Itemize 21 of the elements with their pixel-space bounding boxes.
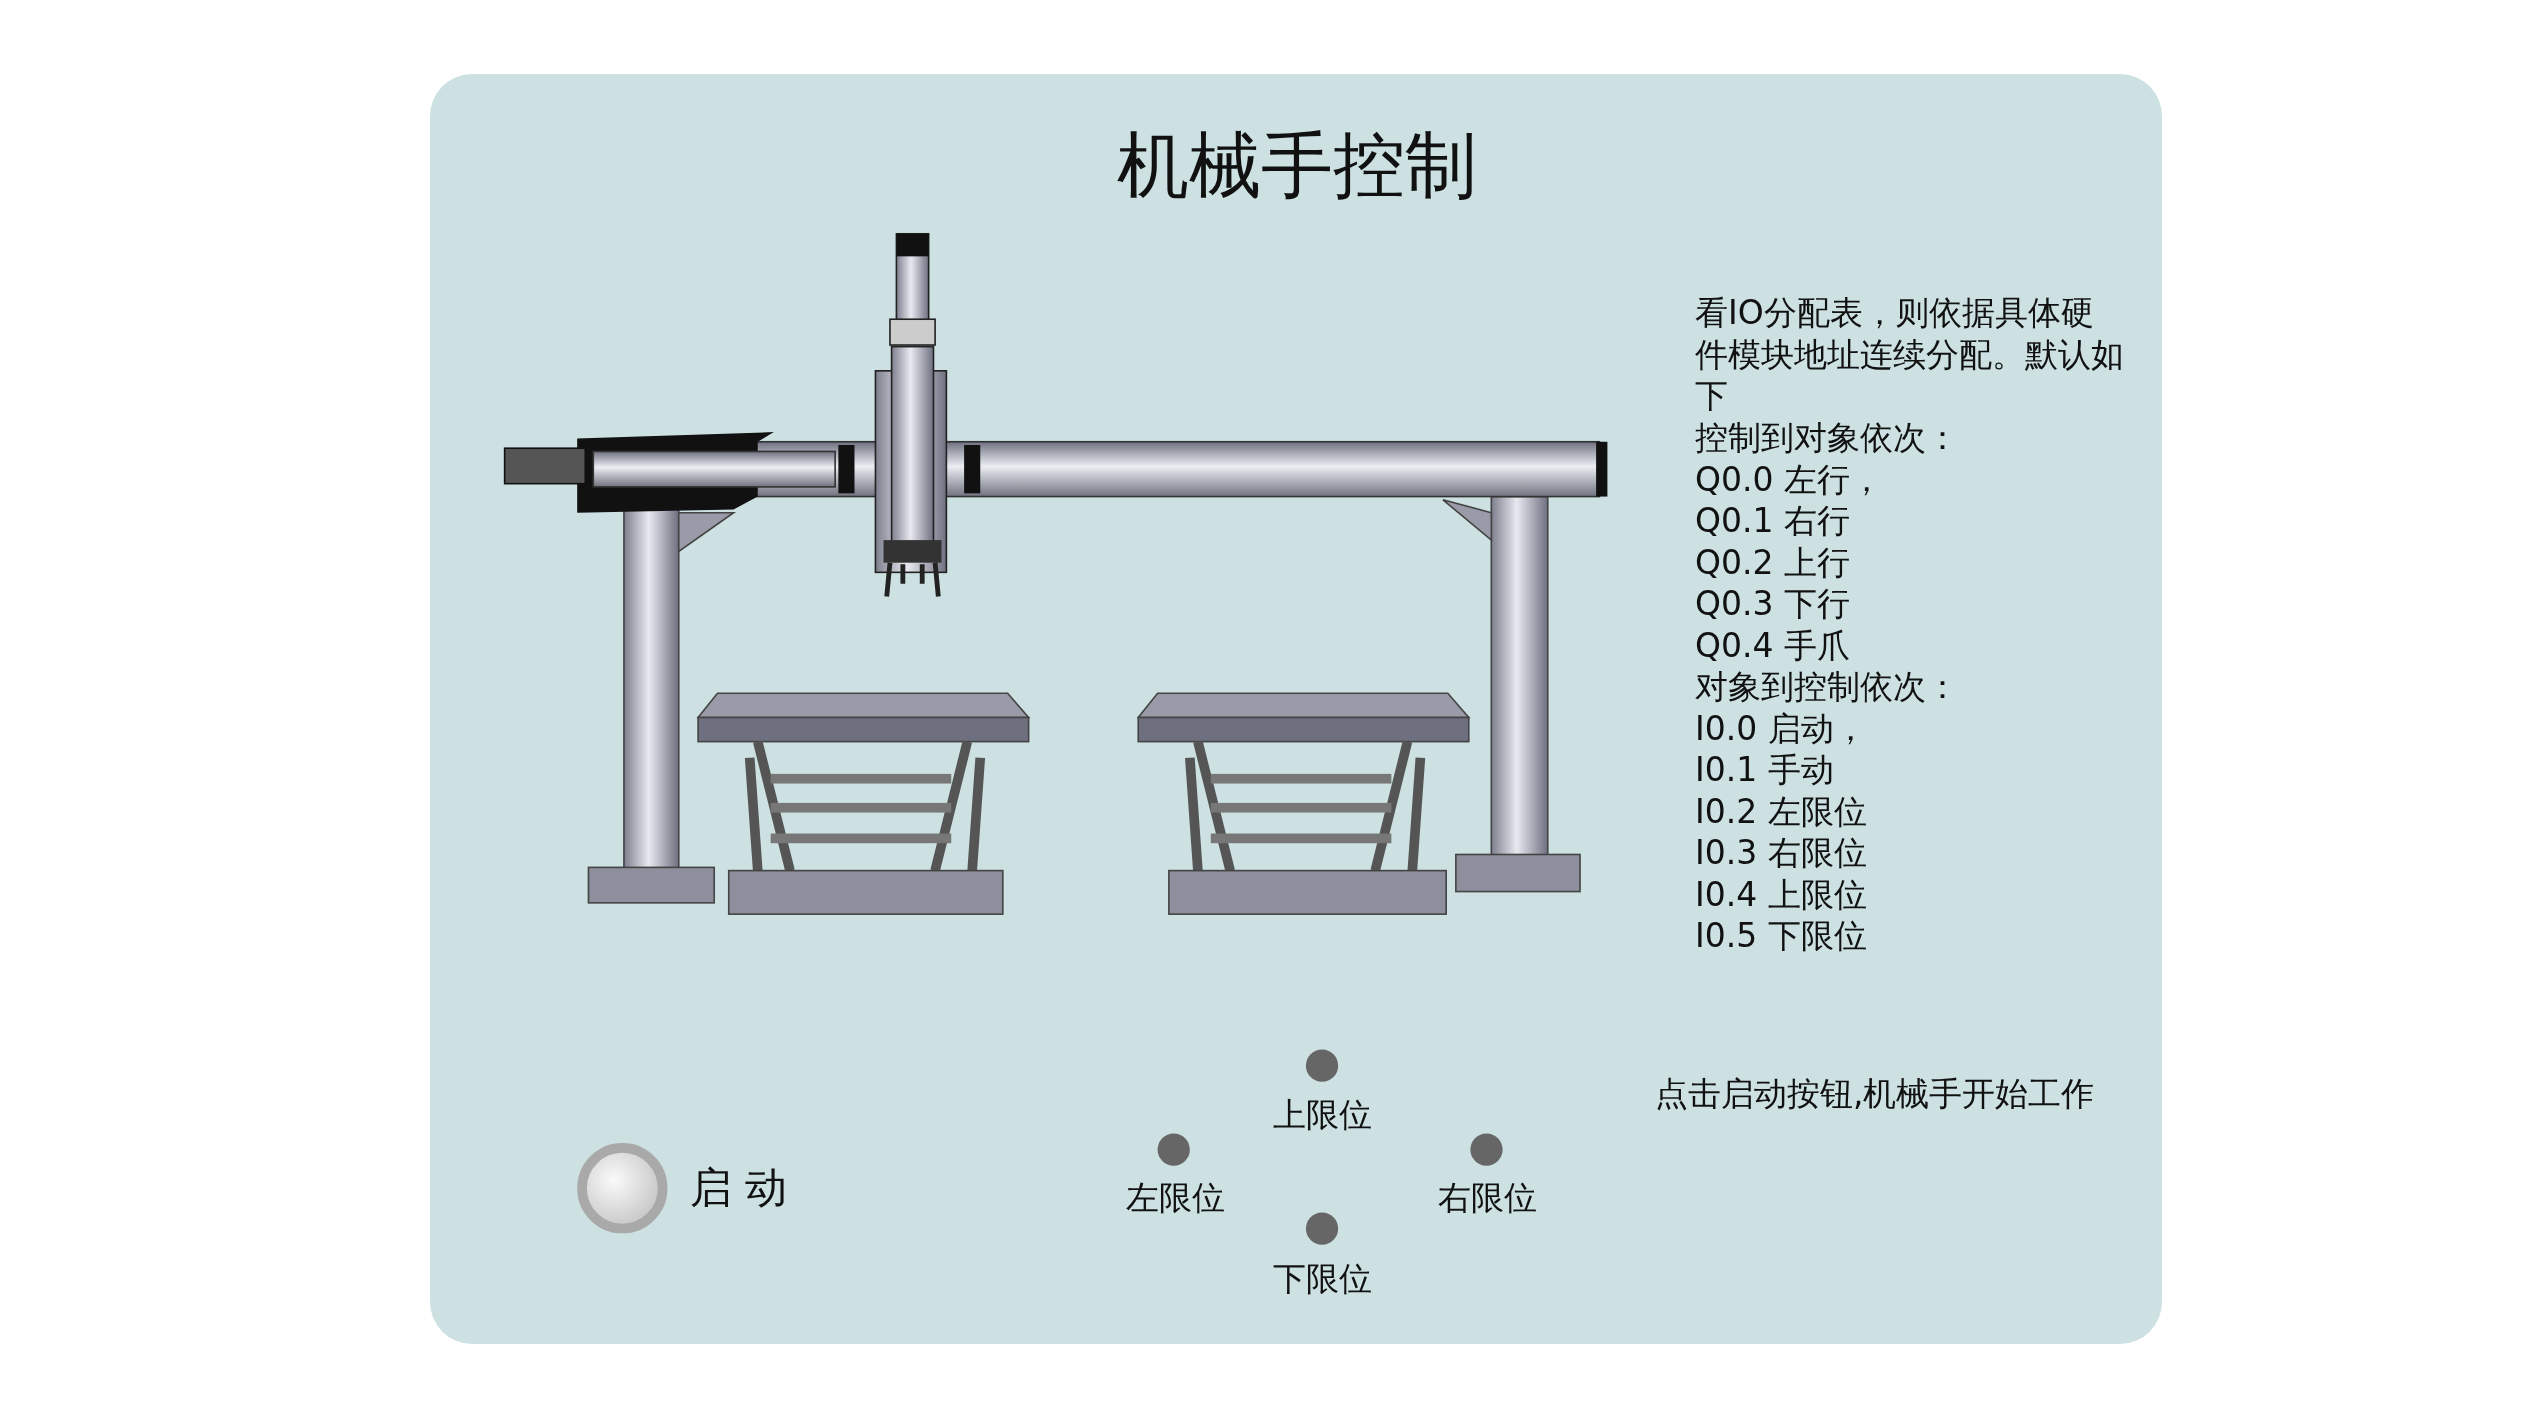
io-list-line: I0.5 下限位 bbox=[1695, 915, 1867, 957]
io-note: 看IO分配表，则依据具体硬件模块地址连续分配。默认如下 bbox=[1695, 292, 2125, 417]
io-list-line: 对象到控制依次： bbox=[1695, 666, 1959, 708]
button-label: 启 动 bbox=[690, 1162, 788, 1214]
io-list-line: Q0.3 下行 bbox=[1695, 583, 1850, 625]
io-list-line: I0.1 手动 bbox=[1695, 749, 1834, 791]
lamp-label: 左限位 bbox=[1125, 1177, 1225, 1219]
instruction-text: 点击启动按钮,机械手开始工作 bbox=[1655, 1073, 2095, 1115]
io-list-line: Q0.2 上行 bbox=[1695, 541, 1850, 583]
io-list-line: I0.3 右限位 bbox=[1695, 832, 1867, 874]
io-list-line: Q0.1 右行 bbox=[1695, 500, 1850, 542]
lamp-label: 下限位 bbox=[1272, 1258, 1372, 1300]
io-list-line: Q0.4 手爪 bbox=[1695, 624, 1850, 666]
lamp-label: 右限位 bbox=[1437, 1177, 1537, 1219]
io-list-line: 控制到对象依次： bbox=[1695, 417, 1959, 459]
lamp-label: 上限位 bbox=[1272, 1094, 1372, 1136]
io-list-line: I0.4 上限位 bbox=[1695, 873, 1867, 915]
io-list-line: I0.2 左限位 bbox=[1695, 790, 1867, 832]
io-list-line: Q0.0 左行， bbox=[1695, 458, 1883, 500]
title: 机械手控制 bbox=[1117, 122, 1477, 209]
io-list-line: I0.0 启动， bbox=[1695, 707, 1867, 749]
